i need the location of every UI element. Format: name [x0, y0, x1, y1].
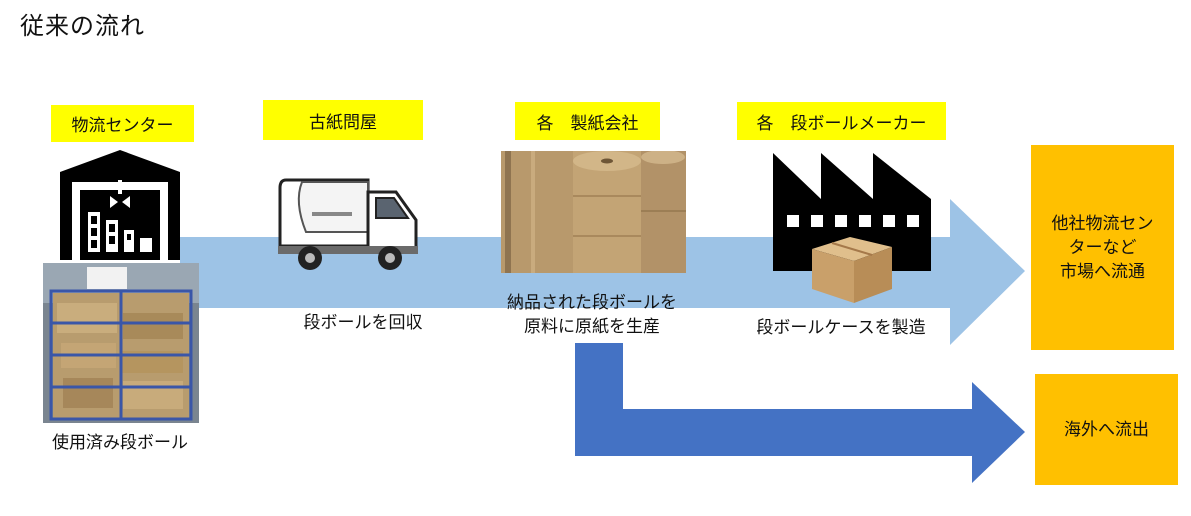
label-paper-dealer: 古紙問屋	[263, 100, 423, 140]
caption-used-cardboard: 使用済み段ボール	[52, 433, 188, 453]
caption-collect-cardboard: 段ボールを回収	[303, 313, 423, 333]
label-paper-mill: 各 製紙会社	[515, 102, 660, 140]
caption-paper-production: 納品された段ボールを 原料に原紙を生産	[487, 291, 697, 339]
destination-market-line-1: 他社物流セン	[1051, 213, 1154, 234]
caption-paper-production-line-2: 原料に原紙を生産	[524, 317, 660, 337]
page-title: 従来の流れ	[20, 12, 145, 40]
caption-paper-production-line-1: 納品された段ボールを	[507, 293, 677, 313]
factory-icon	[773, 153, 931, 271]
truck-icon	[278, 178, 418, 270]
destination-overseas: 海外へ流出	[1035, 374, 1178, 485]
used-cardboard-photo	[43, 263, 199, 423]
label-distribution-center: 物流センター	[51, 105, 194, 142]
paper-rolls-photo	[501, 151, 686, 273]
label-cardboard-maker: 各 段ボールメーカー	[737, 102, 946, 140]
destination-market: 他社物流セン ターなど 市場へ流通	[1031, 145, 1174, 350]
caption-case-manufacturing: 段ボールケースを製造	[756, 318, 926, 338]
export-flow-arrow	[575, 343, 1025, 483]
cardboard-box-icon	[812, 237, 892, 303]
destination-market-line-2: ターなど	[1068, 237, 1137, 258]
warehouse-icon	[60, 150, 180, 260]
destination-market-line-3: 市場へ流通	[1060, 261, 1145, 282]
